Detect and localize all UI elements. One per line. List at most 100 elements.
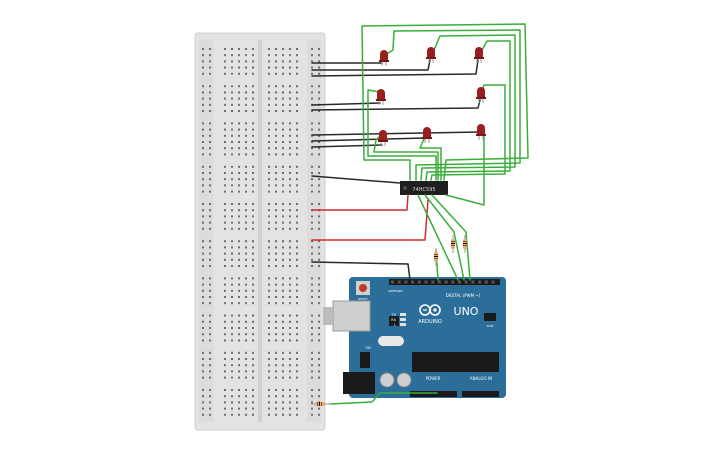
breadboard-hole[interactable] — [202, 60, 204, 63]
breadboard-hole[interactable] — [318, 407, 320, 410]
breadboard-hole[interactable] — [311, 72, 313, 75]
breadboard-hole[interactable] — [224, 314, 226, 317]
breadboard-hole[interactable] — [311, 370, 313, 373]
breadboard-hole[interactable] — [224, 184, 226, 187]
breadboard-hole[interactable] — [318, 327, 320, 329]
breadboard-hole[interactable] — [209, 91, 211, 94]
breadboard-hole[interactable] — [311, 215, 313, 218]
wire-black[interactable] — [311, 175, 401, 184]
resistor-3[interactable] — [463, 235, 467, 253]
breadboard-hole[interactable] — [224, 327, 226, 329]
breadboard-hole[interactable] — [275, 72, 277, 75]
breadboard-hole[interactable] — [245, 277, 247, 280]
breadboard-hole[interactable] — [296, 289, 298, 292]
breadboard-hole[interactable] — [231, 54, 233, 57]
breadboard-hole[interactable] — [231, 314, 233, 317]
breadboard-hole[interactable] — [224, 153, 226, 156]
breadboard-hole[interactable] — [289, 277, 291, 280]
breadboard-hole[interactable] — [202, 134, 204, 137]
breadboard-hole[interactable] — [318, 252, 320, 255]
breadboard-hole[interactable] — [296, 351, 298, 354]
breadboard-hole[interactable] — [209, 172, 211, 174]
breadboard-hole[interactable] — [209, 407, 211, 410]
breadboard-hole[interactable] — [231, 48, 233, 50]
breadboard-hole[interactable] — [224, 165, 226, 168]
breadboard-hole[interactable] — [318, 85, 320, 88]
breadboard-hole[interactable] — [275, 351, 277, 354]
breadboard-hole[interactable] — [245, 72, 247, 75]
breadboard-hole[interactable] — [289, 110, 291, 112]
breadboard-hole[interactable] — [252, 389, 254, 391]
breadboard-hole[interactable] — [238, 66, 240, 69]
breadboard-hole[interactable] — [224, 246, 226, 249]
breadboard-hole[interactable] — [275, 364, 277, 367]
breadboard-hole[interactable] — [238, 413, 240, 416]
breadboard-hole[interactable] — [275, 128, 277, 131]
breadboard-hole[interactable] — [202, 122, 204, 125]
breadboard-hole[interactable] — [245, 203, 247, 205]
breadboard-hole[interactable] — [224, 190, 226, 193]
breadboard-hole[interactable] — [296, 277, 298, 280]
breadboard-hole[interactable] — [275, 296, 277, 298]
breadboard-hole[interactable] — [268, 258, 270, 261]
breadboard-hole[interactable] — [311, 128, 313, 131]
breadboard-hole[interactable] — [238, 103, 240, 106]
breadboard-hole[interactable] — [311, 302, 313, 305]
breadboard-hole[interactable] — [202, 370, 204, 373]
breadboard-hole[interactable] — [252, 358, 254, 360]
breadboard-hole[interactable] — [231, 407, 233, 410]
breadboard-hole[interactable] — [252, 66, 254, 69]
breadboard-hole[interactable] — [238, 277, 240, 280]
breadboard-hole[interactable] — [296, 296, 298, 298]
breadboard-hole[interactable] — [224, 147, 226, 150]
wire-green[interactable] — [445, 129, 485, 206]
breadboard-hole[interactable] — [252, 122, 254, 125]
breadboard-hole[interactable] — [231, 302, 233, 305]
wire-green[interactable] — [424, 194, 465, 281]
breadboard-hole[interactable] — [268, 60, 270, 63]
breadboard-hole[interactable] — [296, 395, 298, 398]
breadboard-hole[interactable] — [224, 227, 226, 230]
breadboard-hole[interactable] — [275, 209, 277, 212]
breadboard-hole[interactable] — [238, 258, 240, 261]
breadboard-hole[interactable] — [275, 48, 277, 50]
breadboard-hole[interactable] — [311, 395, 313, 398]
breadboard-hole[interactable] — [311, 221, 313, 224]
resistor-4[interactable] — [311, 402, 331, 406]
breadboard-hole[interactable] — [252, 395, 254, 398]
breadboard-hole[interactable] — [209, 246, 211, 249]
breadboard-hole[interactable] — [245, 110, 247, 112]
breadboard-hole[interactable] — [275, 190, 277, 193]
breadboard-hole[interactable] — [202, 246, 204, 249]
breadboard-hole[interactable] — [238, 389, 240, 391]
breadboard-hole[interactable] — [231, 333, 233, 336]
breadboard-hole[interactable] — [282, 252, 284, 255]
breadboard-hole[interactable] — [224, 66, 226, 69]
breadboard-hole[interactable] — [231, 296, 233, 298]
breadboard-hole[interactable] — [209, 48, 211, 50]
breadboard-hole[interactable] — [231, 190, 233, 193]
breadboard-hole[interactable] — [289, 203, 291, 205]
breadboard-hole[interactable] — [224, 128, 226, 131]
breadboard-hole[interactable] — [282, 389, 284, 391]
breadboard-hole[interactable] — [224, 141, 226, 143]
breadboard-hole[interactable] — [202, 277, 204, 280]
breadboard-hole[interactable] — [296, 265, 298, 267]
breadboard-hole[interactable] — [268, 314, 270, 317]
breadboard-hole[interactable] — [275, 283, 277, 286]
breadboard-hole[interactable] — [252, 351, 254, 354]
breadboard-hole[interactable] — [238, 165, 240, 168]
breadboard-hole[interactable] — [275, 333, 277, 336]
breadboard-hole[interactable] — [268, 407, 270, 410]
breadboard-hole[interactable] — [268, 358, 270, 360]
breadboard-hole[interactable] — [296, 252, 298, 255]
breadboard-hole[interactable] — [245, 327, 247, 329]
breadboard-hole[interactable] — [311, 184, 313, 187]
breadboard-hole[interactable] — [245, 227, 247, 230]
breadboard-hole[interactable] — [202, 320, 204, 323]
breadboard-hole[interactable] — [268, 351, 270, 354]
breadboard-hole[interactable] — [245, 178, 247, 181]
breadboard-hole[interactable] — [245, 339, 247, 342]
breadboard-hole[interactable] — [224, 48, 226, 50]
breadboard-hole[interactable] — [252, 209, 254, 212]
